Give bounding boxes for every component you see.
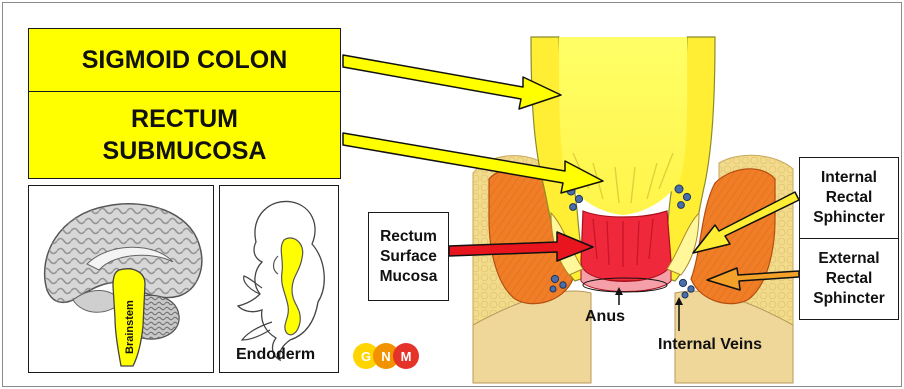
mucosa-line2: Surface [380, 247, 437, 267]
rectum-diagram [3, 3, 901, 386]
internal-line1: Internal [821, 168, 877, 188]
rectum-surface-mucosa [581, 211, 671, 281]
internal-line3: Sphincter [813, 208, 884, 228]
logo-m: M [393, 343, 419, 369]
internal-veins-label: Internal Veins [658, 336, 762, 354]
mucosa-line1: Rectum [380, 227, 437, 247]
mucosa-line3: Mucosa [380, 267, 438, 287]
external-rectal-sphincter-label: External Rectal Sphincter [799, 238, 899, 320]
external-line2: Rectal [826, 269, 873, 289]
internal-rectal-sphincter-label: Internal Rectal Sphincter [799, 157, 899, 239]
rectum-surface-mucosa-label: Rectum Surface Mucosa [368, 212, 449, 301]
external-line3: Sphincter [813, 289, 884, 309]
arrow-sigmoid [343, 55, 561, 109]
anus-label: Anus [585, 308, 625, 326]
external-line1: External [818, 249, 879, 269]
internal-line2: Rectal [826, 188, 873, 208]
